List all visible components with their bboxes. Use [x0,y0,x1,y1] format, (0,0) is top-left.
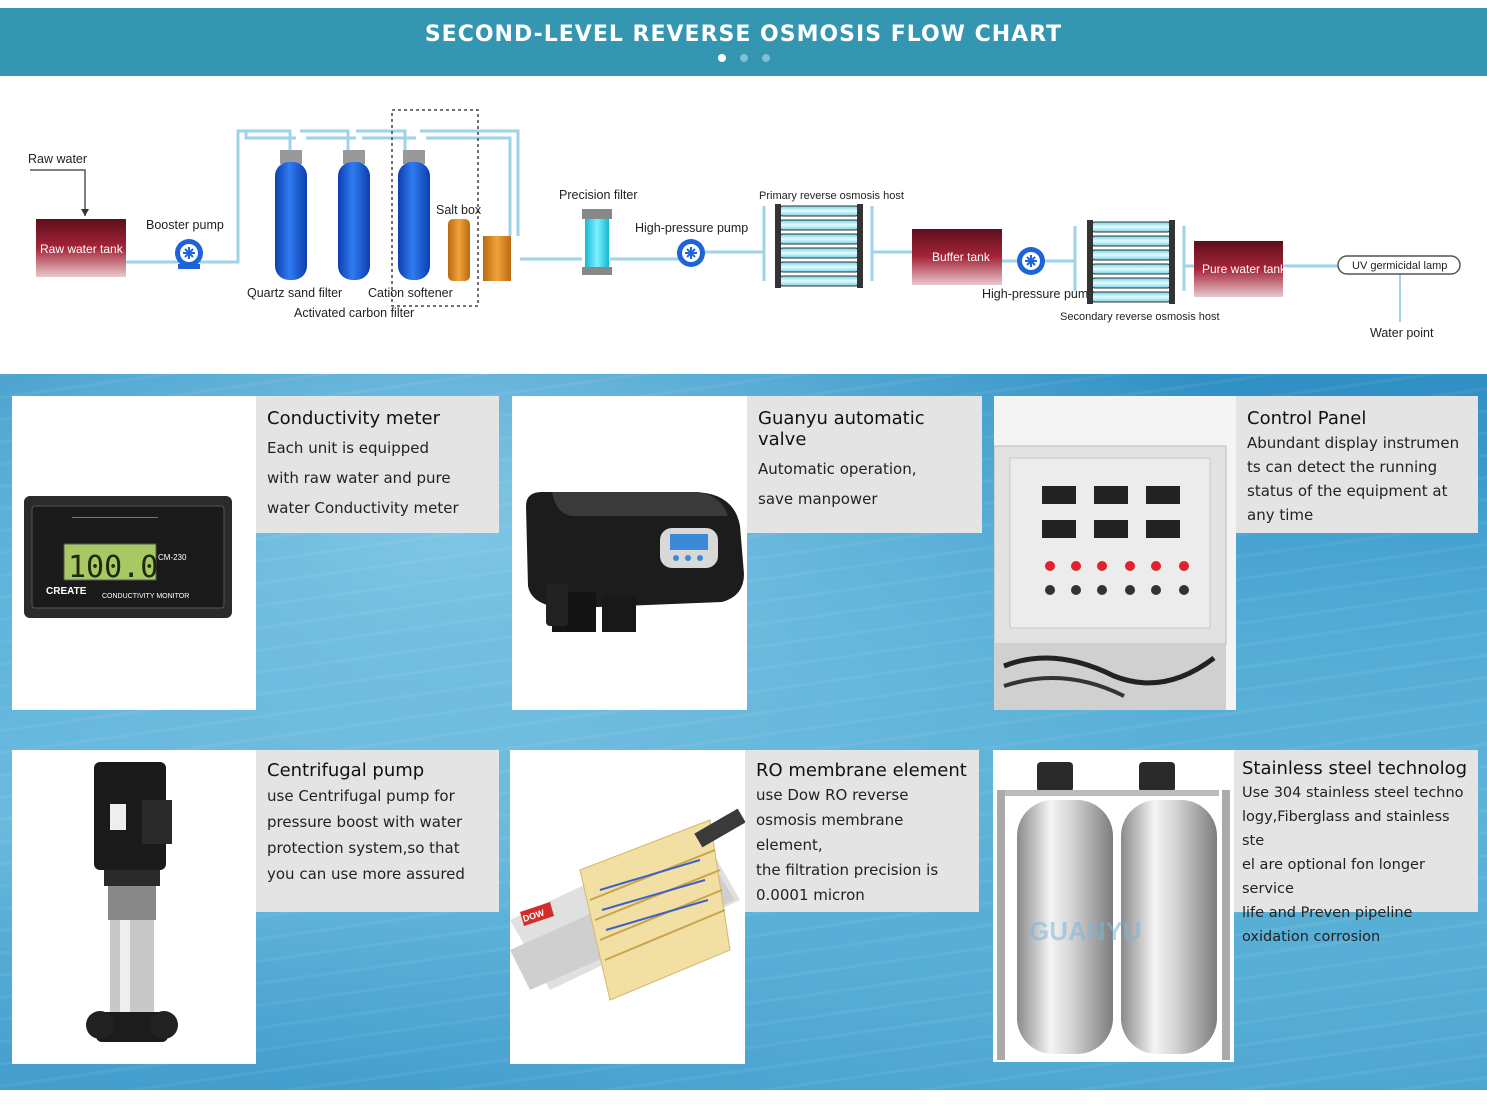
footer-strip [0,1090,1487,1115]
pure-water-tank [1194,241,1283,297]
secondary-ro-host-label: Secondary reverse osmosis host [1060,311,1220,323]
card-title: Conductivity meter [267,408,441,429]
precision-filter-vessel [582,209,612,275]
salt-box-label: Salt box [436,203,482,217]
booster-pump-label: Booster pump [146,218,224,232]
control-panel-image [994,396,1236,710]
card-body: Use 304 stainless steel techno logy,Fibe… [1242,785,1464,945]
primary-ro-host [775,204,863,288]
card-body: Each unit is equipped with raw water and… [267,439,459,517]
raw-water-tank-label: Raw water tank [40,242,124,256]
ro-membrane-card: RO membrane element use Dow RO reverse o… [745,750,979,912]
meter-model: CM-230 [158,553,187,562]
meter-brand: CREATE [46,586,87,597]
card-body: Abundant display instrumen ts can detect… [1247,434,1460,524]
flow-diagram: Raw water tank Raw water Booster pump Sa… [28,109,1461,340]
flow-chart: Raw water tank Raw water Booster pump Sa… [0,76,1487,374]
booster-pump-icon [175,239,203,269]
centrifugal-pump-card: Centrifugal pump use Centrifugal pump fo… [256,750,499,912]
water-point-label: Water point [1370,326,1434,340]
card-title: RO membrane element [756,760,967,781]
meter-caption: CONDUCTIVITY MONITOR [102,593,189,600]
card-title: Control Panel [1247,408,1367,429]
high-pressure-pump-2-icon [1017,247,1045,275]
centrifugal-pump-image [12,750,256,1064]
card-title: Guanyu automatic valve [758,408,925,450]
meter-reading: 100.0 [68,550,158,585]
high-pressure-pump-2-label: High-pressure pump [982,287,1095,301]
high-pressure-pump-1-label: High-pressure pump [635,221,748,235]
card-title: Centrifugal pump [267,760,425,781]
conductivity-meter-card: Conductivity meter Each unit is equipped… [256,396,499,533]
buffer-tank-label: Buffer tank [932,250,991,264]
quartz-sand-filter-vessel [275,150,307,280]
quartz-sand-filter-label: Quartz sand filter [247,286,342,300]
activated-carbon-filter-label: Activated carbon filter [294,306,414,320]
raw-water-label: Raw water [28,152,87,166]
arrow-icon [81,209,89,216]
stainless-steel-card: Stainless steel technolog Use 304 stainl… [1234,750,1478,945]
page-title: SECOND-LEVEL REVERSE OSMOSIS FLOW CHART [424,22,1063,47]
carousel-dot-3[interactable] [761,54,770,62]
carousel-dot-2[interactable] [739,54,748,62]
banner: SECOND-LEVEL REVERSE OSMOSIS FLOW CHART [0,8,1487,76]
guanyu-watermark: GUANYU [1029,916,1142,946]
cation-softener-vessel [398,150,430,280]
primary-ro-host-label: Primary reverse osmosis host [759,190,904,202]
automatic-valve-image [512,396,747,710]
stainless-steel-tanks-image: GUANYU [993,750,1234,1062]
precision-filter-label: Precision filter [559,188,638,202]
salt-box [483,236,511,281]
carousel-dots [0,54,1487,62]
uv-lamp [1337,255,1461,275]
pipes [30,129,1401,322]
salt-box-tank [448,219,470,281]
activated-carbon-filter-vessel [338,150,370,280]
ro-membrane-image: DOW [510,750,745,1064]
secondary-ro-host [1087,220,1175,304]
automatic-valve-card: Guanyu automatic valve Automatic operati… [747,396,982,533]
pure-water-tank-label: Pure water tank [1202,262,1287,276]
high-pressure-pump-1-icon [677,239,705,267]
card-body: Automatic operation, save manpower [758,460,917,508]
raw-water-tank [36,219,126,277]
conductivity-meter-image: 100.0 CM-230 CREATE CONDUCTIVITY MONITOR [12,396,256,710]
softener-dashed-box [391,109,479,307]
uv-lamp-label: UV germicidal lamp [1352,260,1447,272]
cation-softener-label: Cation softener [368,286,453,300]
card-body: use Dow RO reverse osmosis membrane elem… [756,786,939,904]
control-panel-card: Control Panel Abundant display instrumen… [1236,396,1478,533]
card-title: Stainless steel technolog [1242,758,1468,779]
carousel-dot-1[interactable] [717,54,726,62]
buffer-tank [912,229,1002,285]
card-body: use Centrifugal pump for pressure boost … [267,787,465,883]
